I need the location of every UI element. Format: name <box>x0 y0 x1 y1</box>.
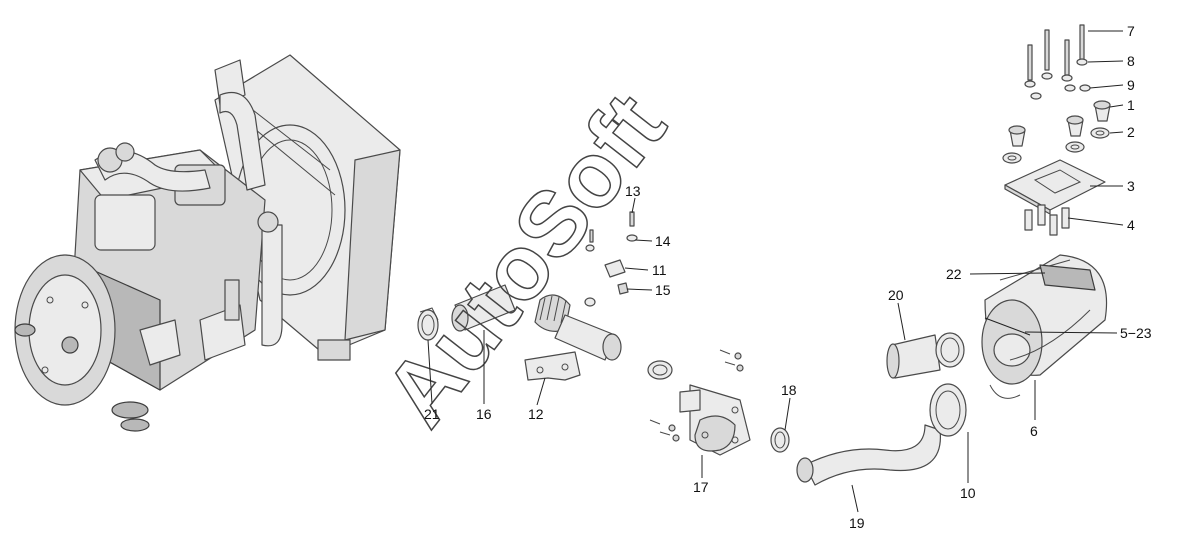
callout-10: 10 <box>960 485 976 501</box>
callout-2: 2 <box>1127 124 1135 140</box>
flexible-hose <box>796 424 941 486</box>
air-cleaner-assembly <box>886 254 1108 437</box>
callout-19: 19 <box>849 515 865 531</box>
callout-labels: 1 2 3 4 5−23 6 7 8 9 10 11 12 13 14 15 1… <box>424 23 1152 531</box>
callout-14: 14 <box>655 233 671 249</box>
callout-20: 20 <box>888 287 904 303</box>
callout-5-23: 5−23 <box>1120 325 1152 341</box>
callout-13: 13 <box>625 183 641 199</box>
leader-lines <box>427 30 1124 513</box>
callout-18: 18 <box>781 382 797 398</box>
callout-21: 21 <box>424 406 440 422</box>
callout-7: 7 <box>1127 23 1135 39</box>
callout-12: 12 <box>528 406 544 422</box>
callout-9: 9 <box>1127 77 1135 93</box>
callout-17: 17 <box>693 479 709 495</box>
mounting-hardware <box>1002 24 1111 236</box>
callout-1: 1 <box>1127 97 1135 113</box>
callout-6: 6 <box>1030 423 1038 439</box>
callout-15: 15 <box>655 282 671 298</box>
callout-16: 16 <box>476 406 492 422</box>
callout-22: 22 <box>946 266 962 282</box>
callout-11: 11 <box>652 262 667 278</box>
callout-3: 3 <box>1127 178 1135 194</box>
intake-pipe-assembly <box>417 211 638 381</box>
bracket-assembly <box>647 349 790 456</box>
callout-4: 4 <box>1127 217 1135 233</box>
engine-assembly <box>14 54 401 432</box>
callout-8: 8 <box>1127 53 1135 69</box>
watermark-text: AutoSoft <box>365 76 684 445</box>
